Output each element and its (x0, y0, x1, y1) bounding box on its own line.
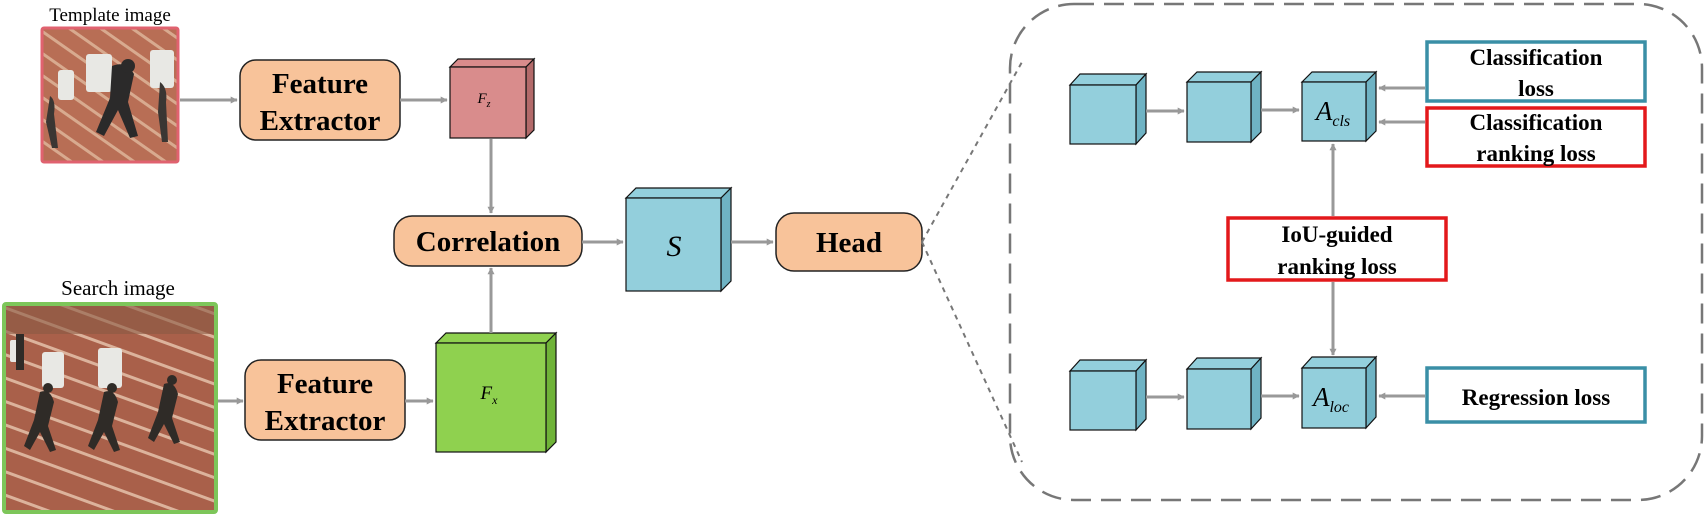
feature-extractor-top-line1: Feature (272, 68, 368, 100)
classification-ranking-loss-box: Classification ranking loss (1425, 106, 1647, 168)
search-image (2, 302, 218, 514)
acls-cube: Acls (1300, 70, 1378, 143)
template-image (40, 26, 180, 164)
iou-guided-ranking-loss-line1: IoU-guided (1281, 222, 1392, 247)
classification-loss-line1: Classification (1470, 45, 1603, 70)
search-image-caption: Search image (61, 276, 175, 300)
correlation-node: Correlation (393, 215, 583, 267)
regression-loss-label: Regression loss (1462, 385, 1610, 410)
template-image-caption: Template image (49, 5, 171, 26)
feature-extractor-top: Feature Extractor (239, 59, 401, 141)
loc-branch-cube-1 (1068, 358, 1148, 432)
fz-subscript: z (486, 99, 491, 110)
svg-text:Aloc: Aloc (1311, 382, 1349, 416)
fz-feature-cube: Fz (448, 57, 536, 140)
classification-ranking-loss-line1: Classification (1470, 110, 1603, 135)
s-label: S (667, 230, 682, 263)
classification-loss-box: Classification loss (1425, 40, 1647, 103)
cls-branch-cube-2 (1185, 70, 1263, 144)
aloc-subscript: loc (1329, 399, 1349, 416)
classification-ranking-loss-line2: ranking loss (1476, 141, 1596, 166)
iou-guided-ranking-loss-line2: ranking loss (1277, 254, 1397, 279)
iou-guided-ranking-loss-box: IoU-guided ranking loss (1226, 216, 1448, 282)
aloc-label: A (1311, 382, 1330, 412)
acls-subscript: cls (1332, 113, 1350, 130)
head-detail-container (1008, 2, 1704, 502)
regression-loss-box: Regression loss (1425, 366, 1647, 424)
s-feature-cube: S (624, 186, 733, 293)
loc-branch-cube-2 (1185, 356, 1263, 431)
svg-text:Fx: Fx (480, 383, 499, 407)
fx-feature-cube: Fx (434, 331, 558, 454)
svg-text:Acls: Acls (1314, 96, 1350, 130)
feature-extractor-bottom: Feature Extractor (244, 359, 406, 441)
fx-subscript: x (491, 393, 498, 407)
svg-text:Fz: Fz (476, 91, 490, 110)
feature-extractor-bottom-line1: Feature (277, 368, 373, 400)
feature-extractor-top-line2: Extractor (260, 105, 381, 137)
fz-label: F (476, 91, 487, 107)
fx-label: F (480, 383, 493, 404)
head-node: Head (775, 212, 923, 272)
correlation-label: Correlation (416, 226, 560, 258)
cls-branch-cube-1 (1068, 72, 1148, 146)
feature-extractor-bottom-line2: Extractor (265, 405, 386, 437)
acls-label: A (1314, 96, 1333, 126)
classification-loss-line2: loss (1518, 76, 1554, 101)
zoom-line-bottom (921, 241, 1023, 463)
aloc-cube: Aloc (1300, 355, 1378, 430)
head-label: Head (816, 227, 882, 259)
zoom-line-top (921, 61, 1023, 243)
